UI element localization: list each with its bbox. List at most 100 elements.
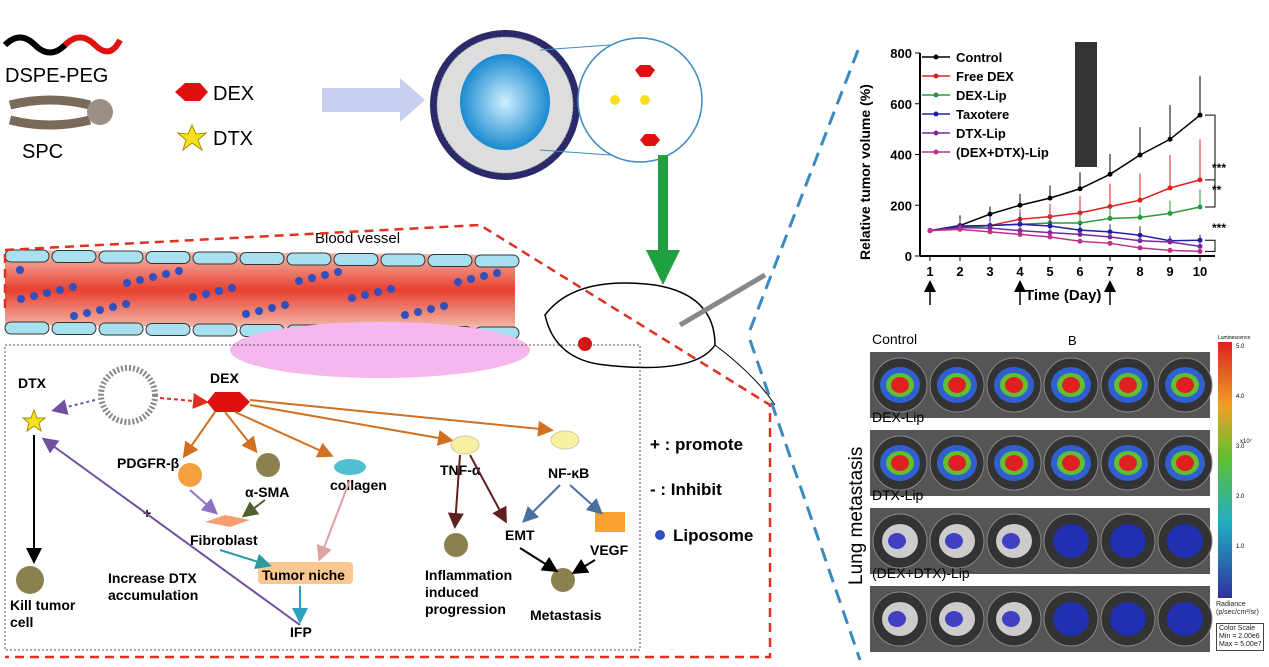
- liposome-dot: [467, 275, 475, 283]
- liposome-dot: [30, 292, 38, 300]
- series-line: [929, 223, 1201, 242]
- liposome-dot: [189, 293, 197, 301]
- data-point: [1017, 221, 1023, 227]
- assembly-arrow-icon: [322, 78, 425, 122]
- tumor-cell-icon: [16, 566, 44, 594]
- colorbar-radiance-label: Radiance (p/sec/cm²/sr): [1216, 601, 1259, 616]
- y-tick-label: 0: [905, 249, 912, 264]
- dex-hexagon-icon: [175, 83, 208, 101]
- dtx-star-icon: [176, 123, 208, 152]
- significance-bracket: [1205, 179, 1216, 208]
- liposome-dot: [361, 291, 369, 299]
- endothelial-cell: [380, 253, 426, 267]
- data-point: [1077, 227, 1083, 233]
- y-tick-label: 800: [890, 46, 912, 61]
- svg-text:progression: progression: [425, 601, 506, 617]
- data-point: [1077, 220, 1083, 226]
- y-axis-label: Relative tumor volume (%): [857, 84, 873, 260]
- liposome-dot: [348, 294, 356, 302]
- svg-text:TNF-α: TNF-α: [440, 462, 481, 478]
- blood-vessel-label: Blood vessel: [315, 230, 400, 247]
- endothelial-cell: [145, 323, 191, 336]
- dtx-label: DTX: [213, 128, 253, 150]
- y-tick-label: 600: [890, 97, 912, 112]
- liposome-dot: [414, 308, 422, 316]
- svg-text:VEGF: VEGF: [590, 542, 629, 558]
- svg-text:α-SMA: α-SMA: [245, 484, 289, 500]
- liposome-dot: [149, 273, 157, 281]
- endothelial-cell: [98, 250, 144, 264]
- series-line: [929, 114, 1201, 232]
- endothelial-cell: [333, 253, 379, 266]
- colorbar-unit: x10⁷: [1240, 438, 1252, 445]
- endothelial-cell: [4, 321, 50, 335]
- key-promote: + : promote: [650, 435, 743, 454]
- liposome-dot: [334, 268, 342, 276]
- x-tick-label: 8: [1136, 264, 1143, 279]
- legend-entry: Free DEX: [956, 69, 1014, 84]
- color-scale-min: Min = 2.00e6: [1219, 633, 1260, 640]
- liposome-dot: [17, 295, 25, 303]
- legend-entry: Taxotere: [956, 107, 1009, 122]
- liposome-dot-icon: [655, 530, 665, 540]
- liposome-dot: [427, 305, 435, 313]
- peg-chain-icon: [2, 34, 68, 56]
- liposome-dot: [215, 287, 223, 295]
- endothelial-cell: [51, 250, 97, 263]
- series-line: [929, 206, 1201, 232]
- significance-label: **: [1212, 183, 1222, 197]
- data-point: [987, 211, 993, 217]
- liposome-dot: [162, 270, 170, 278]
- svg-text:accumulation: accumulation: [108, 587, 198, 603]
- x-tick-label: 6: [1076, 264, 1083, 279]
- series-line: [929, 226, 1201, 248]
- liposome-dot: [281, 301, 289, 309]
- data-point: [1107, 171, 1113, 177]
- liposome-dot: [96, 306, 104, 314]
- group-label: Control: [872, 331, 917, 347]
- data-point: [1197, 112, 1203, 118]
- data-point: [1137, 152, 1143, 158]
- data-point: [1197, 248, 1203, 254]
- series-line: [929, 228, 1201, 253]
- x-tick-label: 10: [1193, 264, 1207, 279]
- data-point: [1077, 238, 1083, 244]
- data-point: [1047, 230, 1053, 236]
- svg-text:Fibroblast: Fibroblast: [190, 532, 258, 548]
- data-point: [1167, 247, 1173, 253]
- liposome-dot: [401, 311, 409, 319]
- data-point: [1047, 234, 1053, 240]
- endothelial-cell: [145, 251, 191, 264]
- liposome-dot: [56, 286, 64, 294]
- data-point: [1167, 185, 1173, 191]
- liposome-dot: [69, 283, 77, 291]
- data-point: [1107, 240, 1113, 246]
- colorbar-tick: 3.0: [1236, 444, 1245, 450]
- data-point: [1167, 136, 1173, 142]
- data-point: [1107, 204, 1113, 210]
- group-label: DEX-Lip: [872, 409, 924, 425]
- x-tick-label: 5: [1046, 264, 1053, 279]
- liposome-dot: [268, 304, 276, 312]
- tumor-photo: [1075, 42, 1097, 167]
- significance-label: ***: [1212, 161, 1226, 175]
- liposome-dot: [70, 312, 78, 320]
- svg-text:Kill tumor: Kill tumor: [10, 597, 76, 613]
- data-point: [1197, 243, 1203, 249]
- liposome-dot: [440, 302, 448, 310]
- liposome-dot: [321, 271, 329, 279]
- svg-text:Metastasis: Metastasis: [530, 607, 602, 623]
- data-point: [1047, 195, 1053, 201]
- x-tick-label: 4: [1016, 264, 1024, 279]
- significance-label: ***: [1212, 221, 1226, 235]
- color-scale-max: Max = 5.00e7: [1219, 641, 1262, 648]
- spc-label: SPC: [22, 141, 63, 163]
- endothelial-cell: [286, 252, 332, 266]
- x-tick-label: 2: [956, 264, 963, 279]
- data-point: [1107, 234, 1113, 240]
- dex-node: DEX: [210, 370, 239, 386]
- liposome-dot: [242, 310, 250, 318]
- x-tick-label: 1: [926, 264, 933, 279]
